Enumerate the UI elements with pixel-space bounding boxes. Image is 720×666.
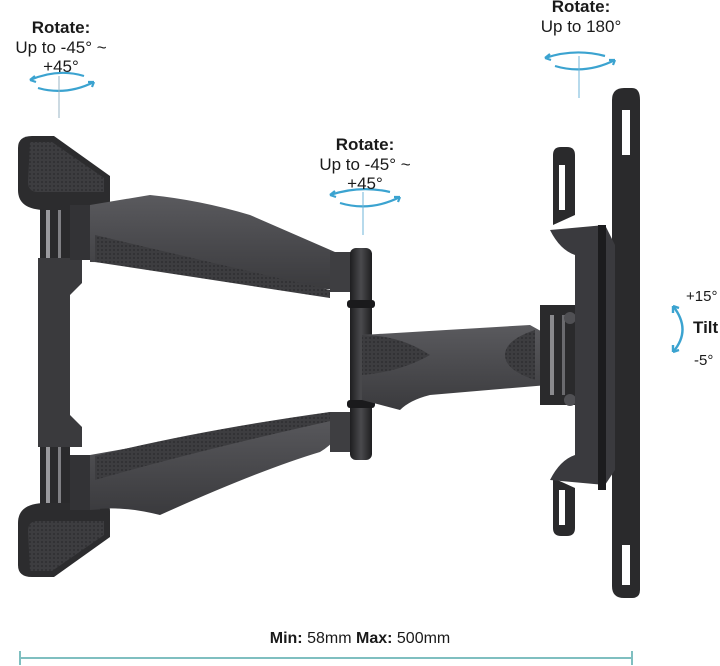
rotate-wall-arrow-icon — [29, 71, 96, 118]
max-label: Max: — [355, 630, 393, 647]
dimension-line — [19, 651, 633, 665]
lower-arm — [70, 412, 360, 515]
middle-pivot — [347, 248, 375, 460]
wall-bracket — [18, 136, 110, 577]
upper-arm — [70, 195, 360, 298]
rotate-plate-title: Rotate: — [551, 0, 611, 16]
tilt-arrow-icon — [671, 304, 684, 354]
forearm — [362, 325, 548, 410]
rotate-wall-title: Rotate: — [31, 18, 91, 37]
rotate-wall-value: Up to -45° ~ +45° — [15, 37, 107, 77]
tilt-title: Tilt — [693, 318, 719, 337]
min-label: Min: — [269, 630, 303, 647]
tilt-up-value: +15° — [686, 288, 718, 305]
rotate-mid-label: Rotate: Up to -45° ~ +45° — [300, 135, 430, 194]
rotate-wall-label: Rotate: Up to -45° ~ +45° — [0, 18, 122, 77]
rotate-mid-arrow-icon — [329, 188, 402, 235]
vesa-plate — [550, 88, 640, 598]
tilt-down-value: -5° — [694, 352, 714, 369]
rotate-mid-value: Up to -45° ~ +45° — [319, 154, 411, 194]
extension-label: Min: 58mm Max: 500mm — [0, 630, 720, 648]
min-value: 58mm — [307, 630, 352, 647]
rotate-mid-title: Rotate: — [335, 135, 395, 154]
rotate-plate-arrow-icon — [544, 51, 617, 98]
rotate-plate-value: Up to 180° — [540, 16, 622, 36]
rotate-plate-label: Rotate: Up to 180° — [535, 0, 627, 36]
max-value: 500mm — [396, 630, 451, 647]
